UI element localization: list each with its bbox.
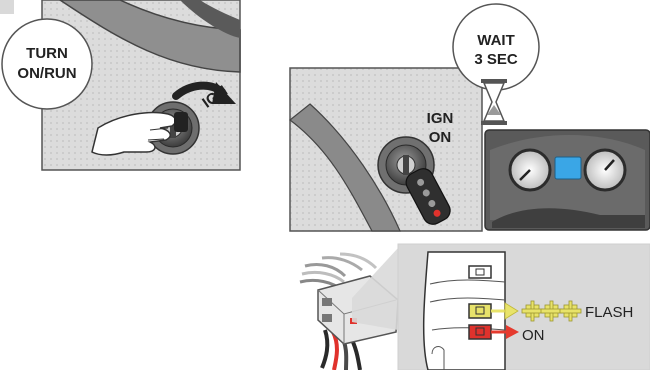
dashboard-icon [485,130,650,230]
step1-panel: IGN TURN ON/RUN [2,0,240,170]
dash-display-icon [555,157,581,179]
corner-tab [0,0,14,14]
step3-panel: FLASH ON [300,244,650,370]
turn-label: TURN [26,45,68,62]
led-flash-icon [522,301,581,321]
wait-label: WAIT [477,32,515,49]
ign-label: IGN [427,110,454,127]
three-sec-label: 3 SEC [474,51,518,68]
on-label: ON [429,129,452,146]
led-on-label: ON [522,327,545,344]
flash-label: FLASH [585,304,633,321]
on-run-label: ON/RUN [17,65,76,82]
hourglass-icon [481,79,507,125]
turn-on-run-badge [2,19,92,109]
step2-panel: IGN ON WAIT 3 SEC [290,4,650,231]
